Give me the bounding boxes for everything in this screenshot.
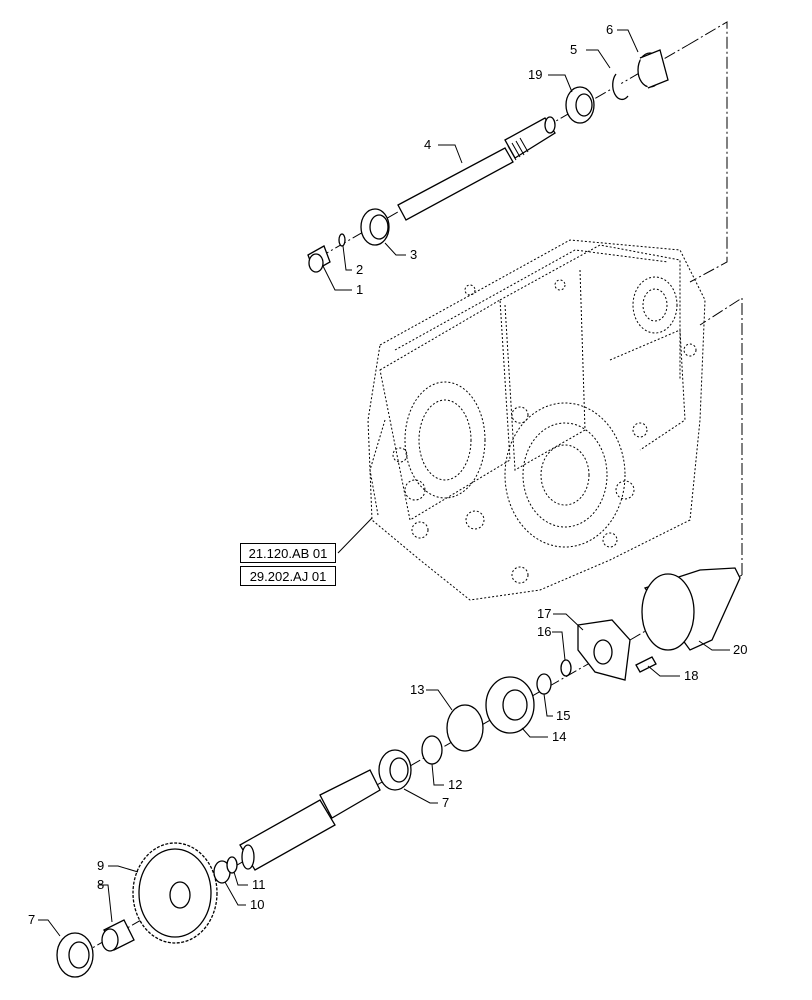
callout-12: 12 bbox=[448, 777, 462, 792]
callout-7-mid: 7 bbox=[442, 795, 449, 810]
callout-10: 10 bbox=[250, 897, 264, 912]
part-1-spacer bbox=[307, 245, 331, 273]
leader-lines bbox=[38, 29, 730, 937]
part-16-ring bbox=[560, 659, 572, 677]
callout-4: 4 bbox=[424, 137, 431, 152]
housing-leader bbox=[337, 517, 373, 554]
callout-18: 18 bbox=[684, 668, 698, 683]
part-8-bushing bbox=[101, 919, 135, 952]
part-20-cover bbox=[641, 567, 741, 651]
part-19-bearing bbox=[565, 86, 595, 124]
callout-13: 13 bbox=[410, 682, 424, 697]
callout-11: 11 bbox=[252, 877, 266, 892]
part-6-sleeve bbox=[637, 49, 669, 89]
callout-5: 5 bbox=[570, 42, 577, 57]
callout-8: 8 bbox=[97, 877, 104, 892]
part-12-ring bbox=[421, 735, 443, 765]
part-7-bearing-mid bbox=[378, 749, 412, 791]
reference-link-21-120-ab-01[interactable]: 21.120.AB 01 bbox=[240, 543, 336, 563]
part-2-snap-ring bbox=[338, 233, 346, 247]
callout-20: 20 bbox=[733, 642, 747, 657]
part-7-bearing-lower bbox=[56, 932, 94, 978]
transmission-housing bbox=[367, 239, 706, 601]
callout-2: 2 bbox=[356, 262, 363, 277]
callout-14: 14 bbox=[552, 729, 566, 744]
callout-9: 9 bbox=[97, 858, 104, 873]
part-15-ring bbox=[536, 673, 552, 695]
lower-shaft bbox=[239, 769, 381, 871]
part-17-plate bbox=[577, 619, 631, 681]
part-13-o-ring bbox=[446, 704, 484, 752]
reference-link-29-202-aj-01[interactable]: 29.202.AJ 01 bbox=[240, 566, 336, 586]
part-5-snap-ring bbox=[612, 73, 629, 101]
callout-16: 16 bbox=[537, 624, 551, 639]
part-3-bearing bbox=[360, 208, 390, 246]
part-11-ring bbox=[226, 856, 238, 874]
callout-3: 3 bbox=[410, 247, 417, 262]
callout-1: 1 bbox=[356, 282, 363, 297]
part-14-cap bbox=[485, 676, 535, 734]
callout-19: 19 bbox=[528, 67, 542, 82]
part-4-shaft bbox=[397, 116, 556, 221]
part-9-gear bbox=[132, 842, 218, 944]
callout-15: 15 bbox=[556, 708, 570, 723]
callout-7-lower: 7 bbox=[28, 912, 35, 927]
callout-labels: 1 2 3 4 5 6 19 17 16 20 18 15 13 14 12 7… bbox=[28, 22, 747, 927]
callout-6: 6 bbox=[606, 22, 613, 37]
callout-17: 17 bbox=[537, 606, 551, 621]
part-18-bolt bbox=[635, 656, 657, 673]
